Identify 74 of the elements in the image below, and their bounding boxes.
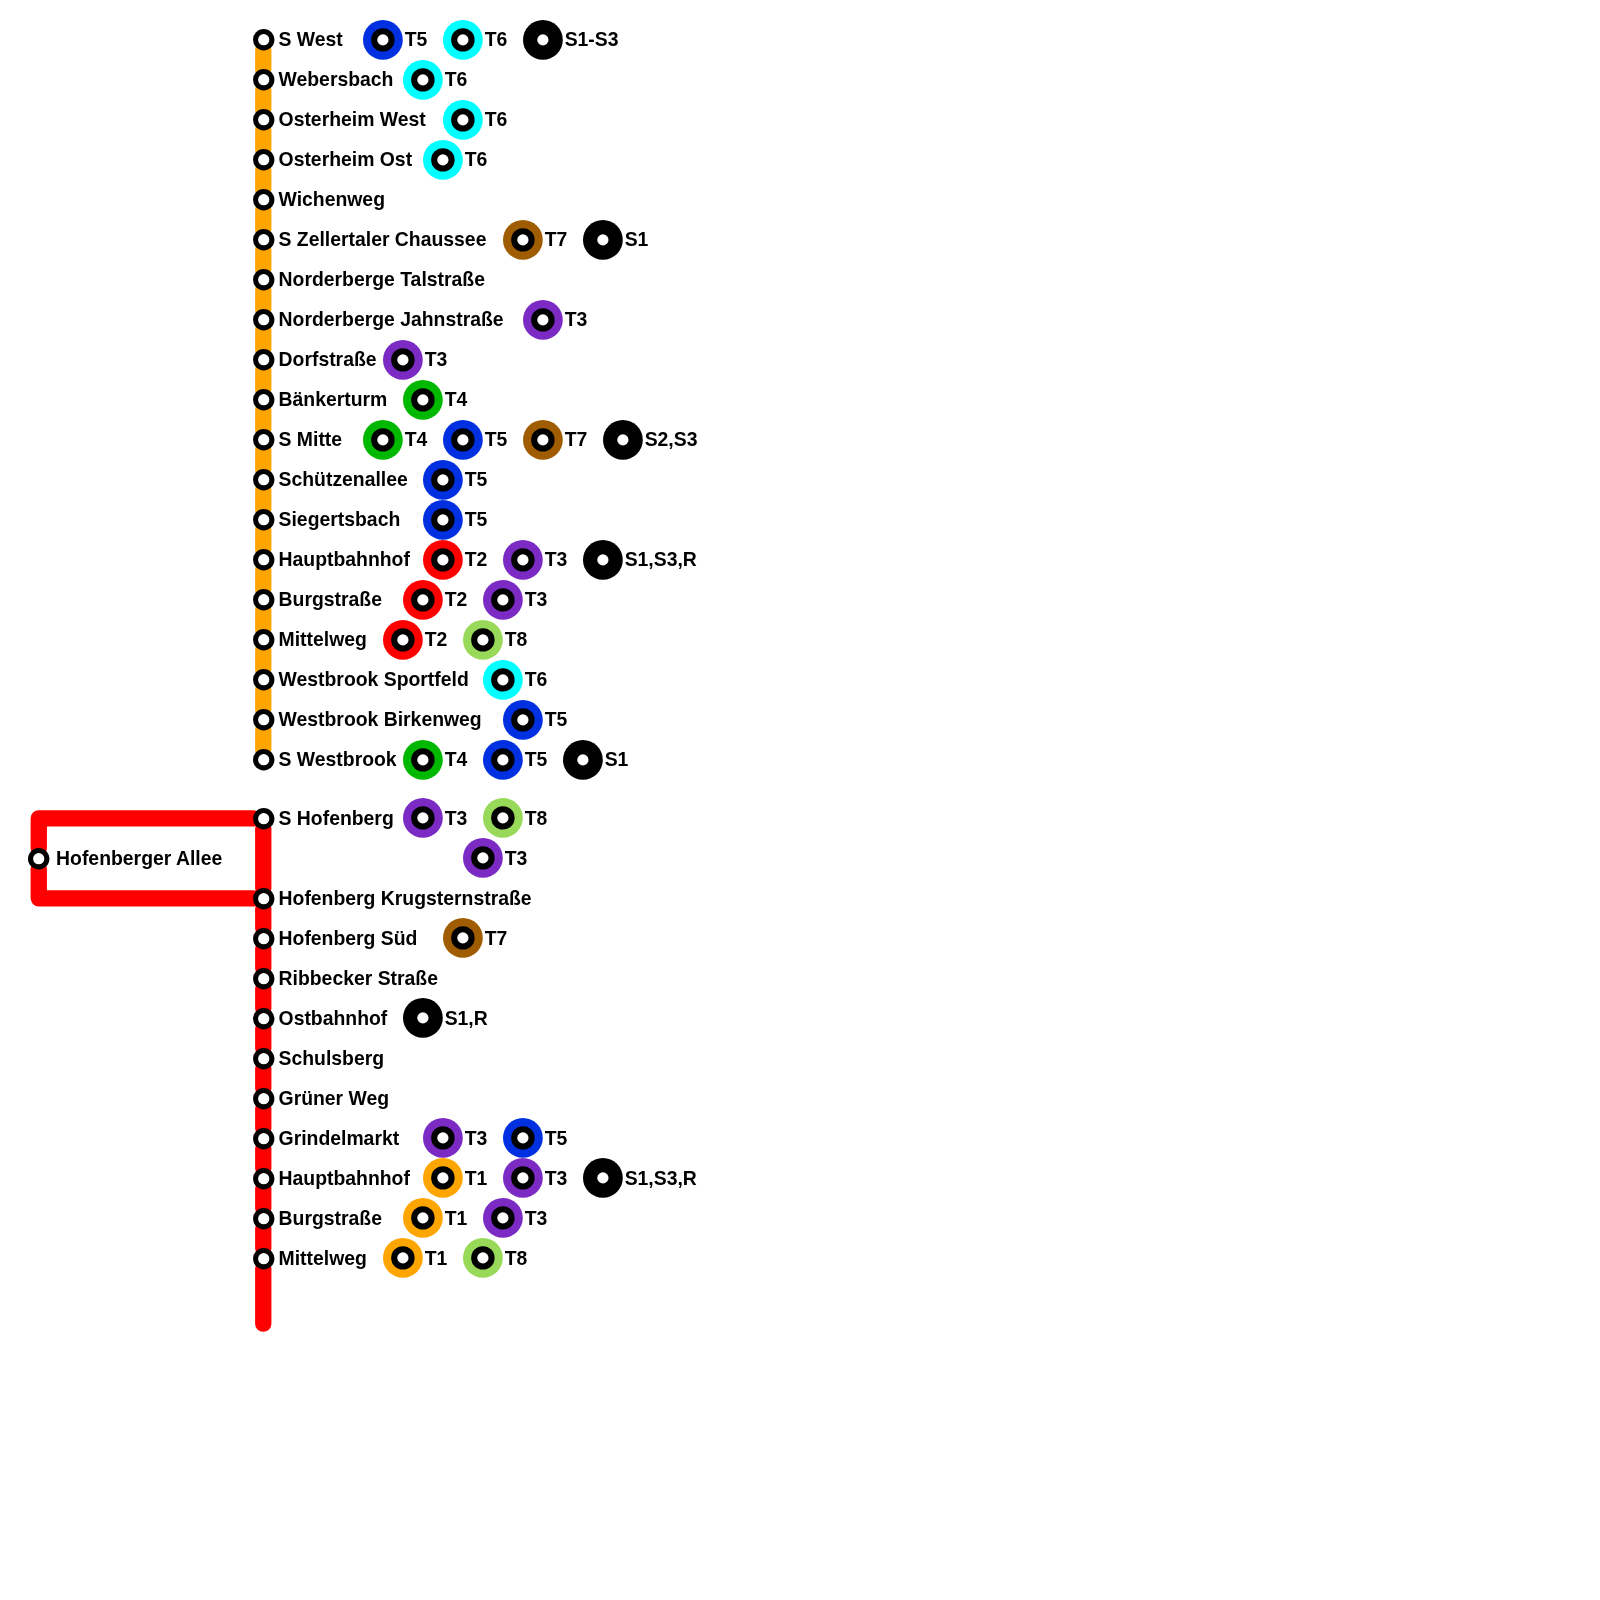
line-label: T5 [484, 428, 508, 452]
station-name: Osterheim Ost [278, 148, 413, 172]
line-label: T6 [484, 108, 508, 132]
line-label: T6 [444, 68, 468, 92]
station-name: Ribbecker Straße [278, 966, 438, 991]
station-name: Grüner Weg [278, 1086, 390, 1111]
station-name: S Westbrook [278, 748, 397, 772]
line-label: T3 [464, 1126, 488, 1151]
line-label: T3 [544, 548, 568, 572]
line-label: T3 [444, 806, 468, 831]
station-name: Webersbach [278, 68, 394, 92]
line-label: S1,R [444, 1006, 488, 1031]
line-label: S1,S3,R [624, 1166, 697, 1191]
station-name: Schützenallee [278, 468, 408, 492]
line-label: T5 [404, 28, 428, 52]
station-name: Burgstraße [278, 1206, 382, 1231]
station-name: Schulsberg [278, 1046, 385, 1071]
line-label: S1 [604, 748, 629, 772]
line-label: T7 [484, 926, 508, 951]
line-label: T3 [424, 348, 448, 372]
station-name: S West [278, 28, 343, 52]
line-label: T5 [464, 508, 488, 532]
line-label: T6 [464, 148, 488, 172]
line-label: T7 [544, 228, 568, 252]
line-label: T3 [524, 1206, 548, 1231]
station-name: Ostbahnhof [278, 1006, 388, 1031]
line-label: T3 [524, 588, 548, 612]
line-label: T2 [464, 548, 488, 572]
station-name: Hauptbahnhof [278, 1166, 410, 1191]
line-label: T4 [404, 428, 428, 452]
station-name: Hofenberger Allee [56, 846, 223, 871]
line-label: T8 [504, 1246, 528, 1271]
line-label: S2,S3 [644, 428, 698, 452]
station-name: S Zellertaler Chaussee [278, 228, 487, 252]
station-name: Westbrook Sportfeld [278, 668, 469, 692]
station-name: Dorfstraße [278, 348, 377, 372]
station-name: S Hofenberg [278, 806, 394, 831]
line-label: T6 [524, 668, 548, 692]
line-label: T8 [504, 628, 528, 652]
line-label: S1 [624, 228, 649, 252]
line-label: T3 [504, 846, 528, 871]
station-name: Mittelweg [278, 1246, 367, 1271]
station-name: Hofenberg Süd [278, 926, 418, 951]
line-label: T8 [524, 806, 548, 831]
line-label: T5 [524, 748, 548, 772]
line-label: T4 [444, 388, 468, 412]
station-name: Mittelweg [278, 628, 367, 652]
station-name: Burgstraße [278, 588, 382, 612]
line-label: T2 [424, 628, 448, 652]
line-label: T1 [444, 1206, 468, 1231]
station-name: Hauptbahnhof [278, 548, 410, 572]
station-name: Wichenweg [278, 188, 385, 212]
line-label: T5 [464, 468, 488, 492]
line-label: T7 [564, 428, 588, 452]
line-label: T2 [444, 588, 468, 612]
station-name: S Mitte [278, 428, 343, 452]
station-name: Siegertsbach [278, 508, 401, 532]
line-label: T3 [564, 308, 588, 332]
line-label: T5 [544, 708, 568, 732]
station-name: Osterheim West [278, 108, 426, 132]
station-name: Bänkerturm [278, 388, 388, 412]
line-label: T6 [484, 28, 508, 52]
station-name: Norderberge Jahnstraße [278, 308, 504, 332]
line-label: T4 [444, 748, 468, 772]
station-name: Grindelmarkt [278, 1126, 400, 1151]
line-label: S1,S3,R [624, 548, 697, 572]
line-label: T3 [544, 1166, 568, 1191]
station-name: Westbrook Birkenweg [278, 708, 482, 732]
station-name: Norderberge Talstraße [278, 268, 485, 292]
line-label: T1 [424, 1246, 448, 1271]
line-label: T5 [544, 1126, 568, 1151]
line-label: S1-S3 [564, 28, 619, 52]
station-name: Hofenberg Krugsternstraße [278, 886, 532, 911]
line-label: T1 [464, 1166, 488, 1191]
